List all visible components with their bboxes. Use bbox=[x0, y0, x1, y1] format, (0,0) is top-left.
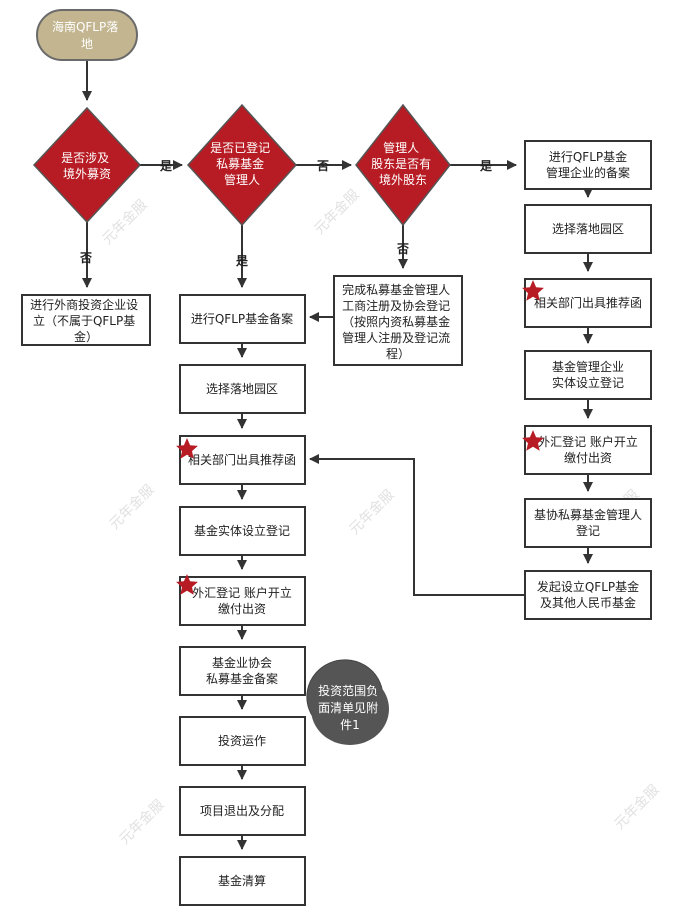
box-complete-registration: 完成私募基金管理人 工商注册及协会登记 （按照内资私募基金 管理人注册及登记流 … bbox=[333, 275, 463, 366]
svg-text:相关部门出具推荐函: 相关部门出具推荐函 bbox=[534, 295, 642, 310]
connectors bbox=[82, 60, 593, 850]
box-liquidation: 基金清算 bbox=[179, 856, 306, 906]
svg-text:是否已登记 私募基金 管理人: 是否已登记 私募基金 管理人 bbox=[210, 140, 274, 187]
decision-registered-manager: 是否已登记 私募基金 管理人 bbox=[186, 103, 298, 227]
svg-text:基金管理企业实体设立登记: 基金管理企业实体设立登记 bbox=[552, 359, 624, 390]
box-select-park: 选择落地园区 bbox=[179, 364, 306, 414]
box-recommendation-letter: 相关部门出具推荐函 bbox=[179, 435, 306, 485]
box-qflp-filing: 进行QFLP基金备案 bbox=[179, 294, 306, 344]
watermark: 元年金服 bbox=[612, 782, 663, 833]
box-foreign-enterprise: 进行外商投资企业设 立（不属于QFLP基 金） bbox=[21, 294, 151, 346]
decision-foreign-shareholder: 管理人 股东是否有 境外股东 bbox=[355, 103, 451, 227]
star-icon bbox=[522, 430, 544, 451]
svg-text:选择落地园区: 选择落地园区 bbox=[552, 222, 624, 236]
box-forex-registration: 外汇登记 账户开立缴付出资 bbox=[179, 576, 306, 626]
svg-text:外汇登记 账户开立缴付出资: 外汇登记 账户开立缴付出资 bbox=[538, 434, 638, 465]
svg-text:进行外商投资企业设 立（不属于QFLP基: 进行外商投资企业设 立（不属于QFLP基 金） bbox=[30, 297, 142, 344]
box-exit-distribution: 项目退出及分配 bbox=[179, 786, 306, 836]
watermark: 元年金服 bbox=[312, 187, 363, 238]
svg-text:基金清算: 基金清算 bbox=[218, 873, 266, 888]
edge-label-yes: 是 bbox=[159, 159, 173, 173]
svg-text:投资范围负 面清单见附 件1: 投资范围负 面清单见附 件1 bbox=[318, 683, 382, 732]
svg-text:外汇登记 账户开立缴付出资: 外汇登记 账户开立缴付出资 bbox=[192, 585, 292, 616]
watermark: 元年金服 bbox=[107, 482, 158, 533]
callout-bubble: 投资范围负 面清单见附 件1 bbox=[306, 659, 389, 745]
edge-label-yes: 是 bbox=[479, 159, 493, 173]
box-manager-filing: 进行QFLP基金管理企业的备案 bbox=[524, 140, 652, 190]
svg-text:基金业协会私募基金备案: 基金业协会私募基金备案 bbox=[206, 655, 278, 686]
watermark: 元年金服 bbox=[347, 487, 398, 538]
svg-text:是否涉及 境外募资: 是否涉及 境外募资 bbox=[61, 151, 113, 181]
svg-text:完成私募基金管理人 工商注册及协会登记: 完成私募基金管理人 工商注册及协会登记 （按照内资私募基金 管理人注册及登记流 … bbox=[342, 282, 454, 361]
box-launch-funds: 发起设立QFLP基金及其他人民币基金 bbox=[524, 570, 652, 620]
right-column: 进行QFLP基金管理企业的备案 选择落地园区 相关部门出具推荐函 基金管理企业实… bbox=[524, 140, 652, 620]
edge-label-no: 否 bbox=[396, 242, 409, 256]
svg-text:投资运作: 投资运作 bbox=[218, 733, 266, 748]
edge-label-yes: 是 bbox=[235, 254, 249, 268]
stars bbox=[176, 280, 544, 595]
box-fund-entity: 基金实体设立登记 bbox=[179, 506, 306, 556]
svg-text:基协私募基金管理人登记: 基协私募基金管理人登记 bbox=[534, 507, 642, 538]
box-amac-filing: 基金业协会私募基金备案 bbox=[179, 646, 306, 696]
box-select-park-right: 选择落地园区 bbox=[524, 204, 652, 254]
box-recommendation-letter-right: 相关部门出具推荐函 bbox=[524, 278, 652, 328]
star-icon bbox=[176, 438, 198, 459]
start-node: 海南QFLP落 地 bbox=[36, 9, 138, 61]
edge-label-no: 否 bbox=[79, 251, 92, 265]
edge-label-no: 否 bbox=[316, 159, 329, 173]
connector bbox=[309, 454, 525, 596]
watermark: 元年金服 bbox=[100, 197, 151, 248]
watermark: 元年金服 bbox=[117, 797, 168, 848]
svg-text:选择落地园区: 选择落地园区 bbox=[206, 382, 278, 396]
decision-overseas-fundraising: 是否涉及 境外募资 bbox=[32, 106, 142, 224]
box-investment-operation: 投资运作 bbox=[179, 716, 306, 766]
star-icon bbox=[176, 574, 198, 595]
start-text: 海南QFLP落 地 bbox=[52, 19, 122, 51]
svg-text:基金实体设立登记: 基金实体设立登记 bbox=[194, 523, 290, 538]
svg-text:进行QFLP基金管理企业的备案: 进行QFLP基金管理企业的备案 bbox=[546, 149, 630, 180]
box-forex-registration-right: 外汇登记 账户开立缴付出资 bbox=[524, 425, 652, 475]
svg-text:发起设立QFLP基金及其他人民币基金: 发起设立QFLP基金及其他人民币基金 bbox=[537, 579, 639, 610]
box-manager-registration: 基协私募基金管理人登记 bbox=[524, 498, 652, 548]
svg-text:管理人 股东是否有 境外股东: 管理人 股东是否有 境外股东 bbox=[371, 140, 435, 187]
svg-text:进行QFLP基金备案: 进行QFLP基金备案 bbox=[191, 311, 293, 326]
box-manager-entity: 基金管理企业实体设立登记 bbox=[524, 350, 652, 400]
star-icon bbox=[522, 280, 544, 301]
middle-column: 进行QFLP基金备案 选择落地园区 相关部门出具推荐函 基金实体设立登记 外汇登… bbox=[179, 294, 306, 906]
edge-labels: 是 否 否 是 是 否 bbox=[79, 159, 493, 268]
svg-text:相关部门出具推荐函: 相关部门出具推荐函 bbox=[188, 452, 296, 467]
svg-text:项目退出及分配: 项目退出及分配 bbox=[200, 804, 284, 818]
